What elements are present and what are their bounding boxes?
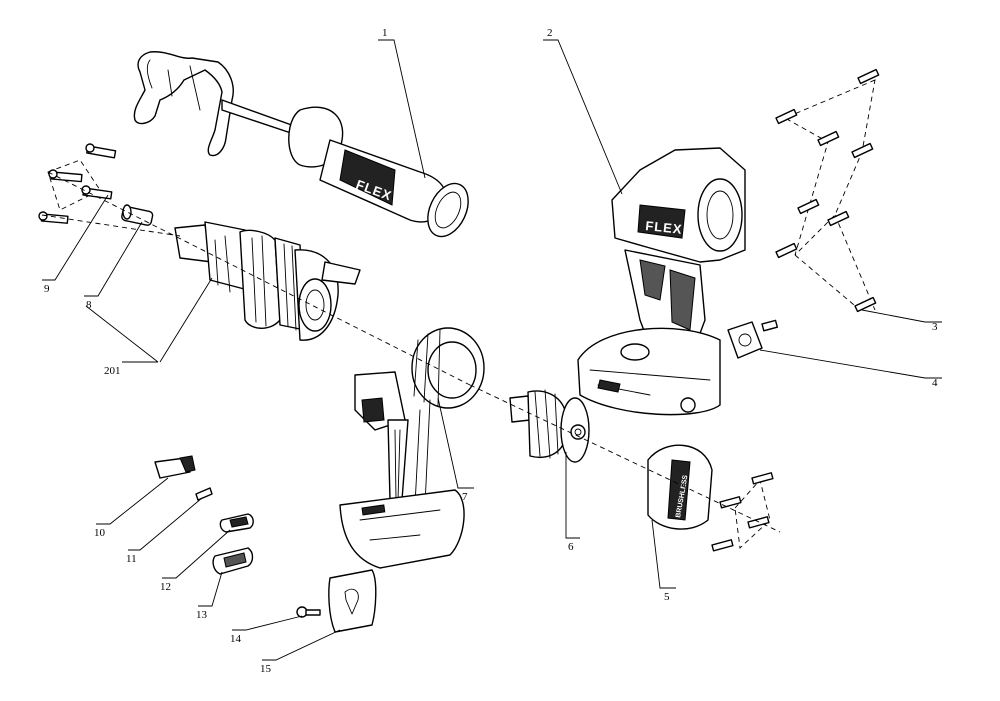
small-parts-10-15 bbox=[154, 455, 377, 633]
housing-logo: FLEX bbox=[645, 218, 684, 237]
callout-4: 4 bbox=[932, 377, 938, 389]
leader-lines bbox=[42, 39, 942, 661]
callout-13: 13 bbox=[196, 609, 208, 621]
part-10-shape bbox=[154, 457, 191, 479]
callout-15: 15 bbox=[260, 663, 272, 675]
callout-10: 10 bbox=[94, 527, 106, 539]
callout-11: 11 bbox=[126, 553, 137, 565]
side-handle-part-1: FLEX bbox=[133, 51, 469, 238]
armature-part-6 bbox=[509, 389, 590, 463]
screws-part-9 bbox=[38, 143, 117, 224]
rear-cover-part-5: BRUSHLESS bbox=[647, 444, 774, 552]
housing-part-2: FLEX bbox=[577, 147, 746, 416]
callout-3: 3 bbox=[932, 321, 938, 333]
callout-9: 9 bbox=[44, 283, 50, 295]
gearbox-part-201 bbox=[174, 221, 361, 341]
stator-switch-part-7 bbox=[339, 327, 485, 569]
callout-1: 1 bbox=[382, 27, 388, 39]
callout-12: 12 bbox=[160, 581, 171, 593]
callout-7: 7 bbox=[462, 491, 468, 503]
callout-6: 6 bbox=[568, 541, 574, 553]
callout-5: 5 bbox=[664, 591, 670, 603]
callout-2: 2 bbox=[547, 27, 553, 39]
callout-8: 8 bbox=[86, 299, 92, 311]
assembly-axes bbox=[41, 171, 781, 533]
screws-part-3 bbox=[775, 68, 880, 313]
led-module-part-4 bbox=[727, 319, 779, 359]
part-15-shape bbox=[328, 569, 377, 633]
callout-labels: 1 2 3 4 5 6 7 8 9 10 11 12 13 14 15 201 bbox=[44, 27, 938, 675]
part-11-shape bbox=[195, 487, 213, 501]
callout-201: 201 bbox=[104, 365, 121, 377]
callout-14: 14 bbox=[230, 633, 242, 645]
